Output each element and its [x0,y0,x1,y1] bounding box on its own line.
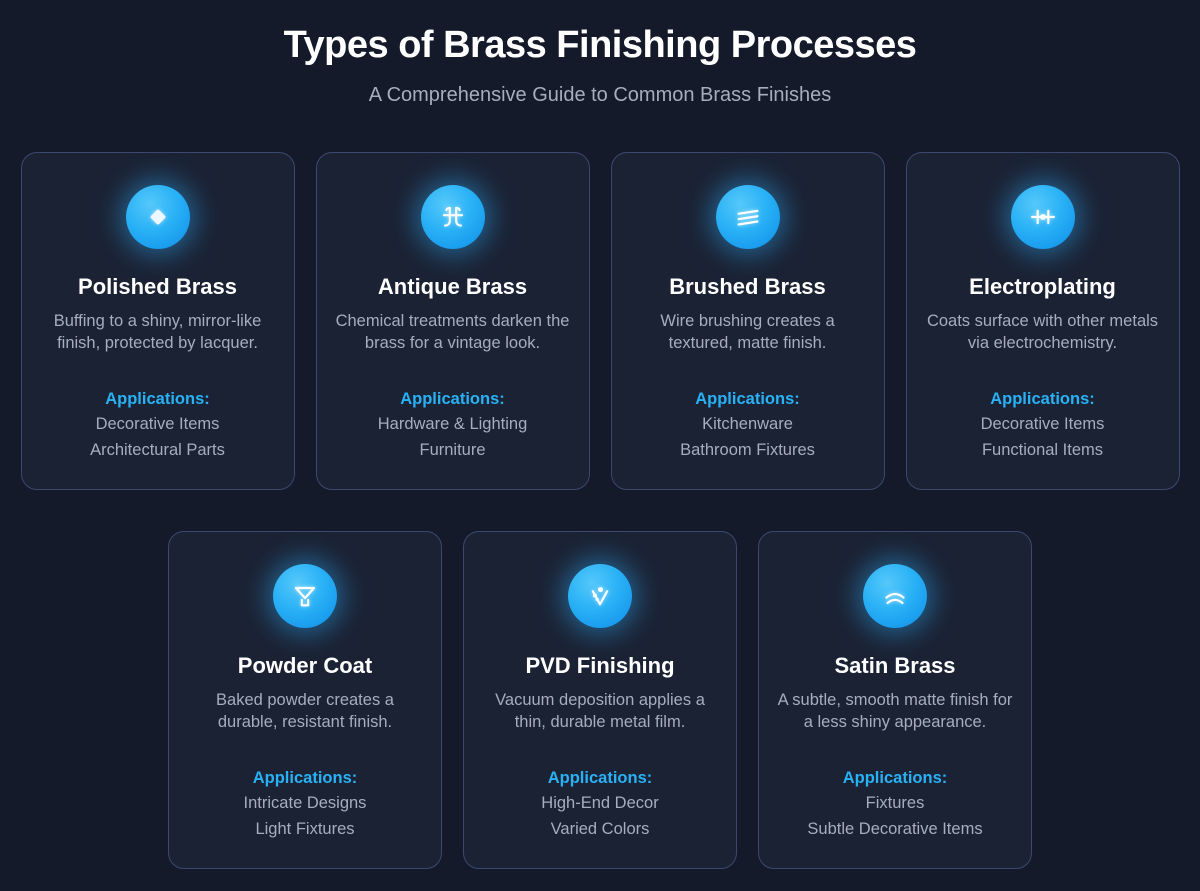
card-description: A subtle, smooth matte finish for a less… [777,691,1013,731]
card-description: Chemical treatments darken the brass for… [335,312,570,352]
antique-ornament-icon [437,201,469,233]
card-title: Antique Brass [377,274,528,299]
card-polished-brass: Polished Brass Buffing to a shiny, mirro… [20,152,295,490]
icon-circle [715,185,780,249]
application-item: Fixtures [865,793,925,812]
application-item: Varied Colors [550,819,650,838]
card-title: Polished Brass [78,274,237,299]
page-title: Types of Brass Finishing Processes [283,24,917,66]
application-item: Hardware & Lighting [377,414,528,433]
card-electroplating: Electroplating Coats surface with other … [905,152,1180,490]
card-description: Coats surface with other metals via elec… [926,312,1159,352]
applications-label: Applications: [695,389,800,408]
icon-circle [273,564,337,628]
application-item: Architectural Parts [90,440,225,459]
vapor-particles-icon [584,580,616,612]
applications-label: Applications: [252,768,358,787]
application-item: Light Fixtures [255,819,355,838]
application-item: Functional Items [981,440,1104,459]
icon-circle [1010,185,1075,249]
application-item: Furniture [419,440,486,459]
card-satin-brass: Satin Brass A subtle, smooth matte finis… [758,531,1032,869]
applications-label: Applications: [990,389,1095,408]
card-description: Buffing to a shiny, mirror-like finish, … [53,312,262,352]
application-item: Kitchenware [702,414,793,433]
icon-circle [420,185,485,249]
card-description: Wire brushing creates a textured, matte … [660,312,835,352]
application-item: Decorative Items [980,414,1105,433]
card-description: Vacuum deposition applies a thin, durabl… [495,691,705,731]
icon-circle [125,185,190,249]
icon-circle [568,564,632,628]
application-item: Intricate Designs [243,793,367,812]
application-item: Subtle Decorative Items [807,819,983,838]
applications-label: Applications: [400,389,505,408]
applications-label: Applications: [105,389,210,408]
icon-circle [863,564,927,628]
applications-label: Applications: [842,768,948,787]
cards-row-1: Polished Brass Buffing to a shiny, mirro… [0,152,1200,490]
card-title: PVD Finishing [525,653,675,678]
application-item: Bathroom Fixtures [680,440,815,459]
electroplating-circuit-icon [1027,201,1059,233]
funnel-icon [289,580,321,612]
card-title: Satin Brass [834,653,956,678]
cards-row-2: Powder Coat Baked powder creates a durab… [0,531,1200,869]
application-item: Decorative Items [95,414,220,433]
card-title: Powder Coat [237,653,373,678]
card-brushed-brass: Brushed Brass Wire brushing creates a te… [610,152,885,490]
card-antique-brass: Antique Brass Chemical treatments darken… [315,152,590,490]
brushed-lines-icon [732,201,764,233]
card-title: Electroplating [969,274,1116,299]
page-subtitle: A Comprehensive Guide to Common Brass Fi… [368,84,832,106]
applications-label: Applications: [547,768,653,787]
card-pvd-finishing: PVD Finishing Vacuum deposition applies … [463,531,737,869]
application-item: High-End Decor [541,793,659,812]
card-description: Baked powder creates a durable, resistan… [216,691,394,731]
card-title: Brushed Brass [669,274,826,299]
satin-arcs-icon [879,580,911,612]
diamond-icon [142,201,174,233]
card-powder-coat: Powder Coat Baked powder creates a durab… [168,531,442,869]
